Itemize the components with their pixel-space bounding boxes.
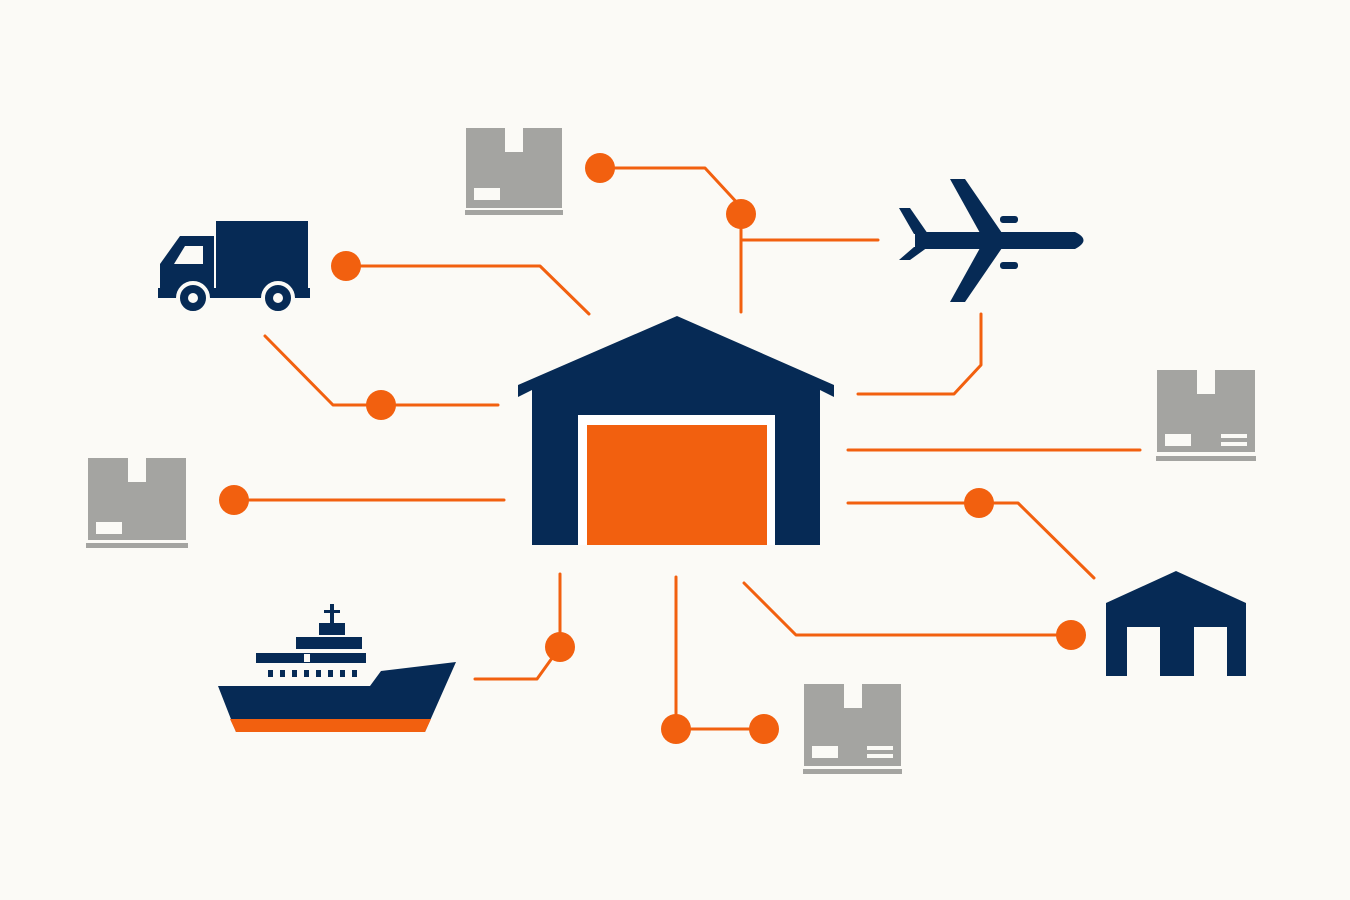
package-label: [812, 746, 838, 758]
truck-trailer: [216, 221, 308, 288]
ship-hull: [218, 662, 456, 732]
ship-deck-lower: [256, 653, 366, 663]
connector-bottom-right: [742, 581, 1072, 637]
node-bottom-right-package: [749, 714, 779, 744]
truck-frame: [158, 288, 310, 298]
package-label: [96, 522, 122, 534]
node-left-package: [219, 485, 249, 515]
package-label: [474, 188, 500, 200]
package-icon: [465, 128, 563, 215]
connector-ship: [473, 572, 562, 681]
node-bottom-left: [661, 714, 691, 744]
package-base: [1156, 456, 1256, 461]
small-warehouse-door-right: [1194, 627, 1227, 676]
connector-truck-hub: [344, 264, 591, 316]
connector-right-warehouse: [846, 501, 1096, 580]
small-warehouse-door-left: [1127, 627, 1160, 676]
connector-top-left-package: [598, 166, 743, 209]
airplane-icon: [899, 179, 1084, 302]
package-icon: [86, 458, 188, 548]
airplane-lower-wing: [950, 248, 1002, 302]
connector-nodes: [219, 153, 1086, 744]
small-warehouse-beam: [1120, 620, 1234, 626]
truck-icon: [158, 221, 310, 315]
truck-rear-hub: [273, 293, 283, 303]
node-bottom-right: [1056, 620, 1086, 650]
truck-front-hub: [188, 293, 198, 303]
package-icon: [803, 684, 902, 774]
airplane-upper-wing: [950, 179, 1002, 233]
ship-bridge: [319, 623, 345, 635]
ship-mast: [330, 604, 334, 624]
node-top-center: [726, 199, 756, 229]
airplane-engine-upper: [1000, 216, 1018, 223]
truck-window: [174, 246, 203, 264]
package-label: [1165, 434, 1191, 446]
connector-truck-lower: [263, 334, 500, 407]
ship-hull-stripe: [230, 719, 431, 732]
node-right-warehouse: [964, 488, 994, 518]
package-tape-notch: [1197, 370, 1215, 394]
ship-mast-crossbar: [324, 610, 340, 613]
node-ship: [545, 632, 575, 662]
ship-icon: [218, 604, 456, 732]
warehouse-door: [587, 425, 767, 545]
node-truck: [331, 251, 361, 281]
package-base: [465, 210, 563, 215]
package-tape-notch: [505, 128, 523, 152]
package-icon: [1156, 370, 1256, 461]
airplane-tail-lower: [899, 247, 928, 260]
connector-airplane-hub: [856, 312, 983, 396]
ship-deck-upper: [296, 637, 362, 649]
warehouse-icon: [1106, 571, 1246, 676]
node-top-left: [585, 153, 615, 183]
package-stripe: [867, 754, 893, 758]
airplane-engine-lower: [1000, 262, 1018, 269]
ship-portholes-upper: [304, 654, 363, 662]
ship-portholes-lower: [268, 670, 357, 677]
package-base: [803, 769, 902, 774]
package-stripe: [1221, 442, 1247, 446]
airplane-fuselage: [915, 232, 1084, 249]
package-stripe: [1221, 434, 1247, 438]
package-tape-notch: [128, 458, 146, 482]
package-stripe: [867, 746, 893, 750]
warehouse-icon: [518, 316, 834, 545]
node-truck-lower: [366, 390, 396, 420]
package-base: [86, 543, 188, 548]
package-tape-notch: [844, 684, 862, 708]
airplane-tail-upper: [899, 208, 928, 234]
